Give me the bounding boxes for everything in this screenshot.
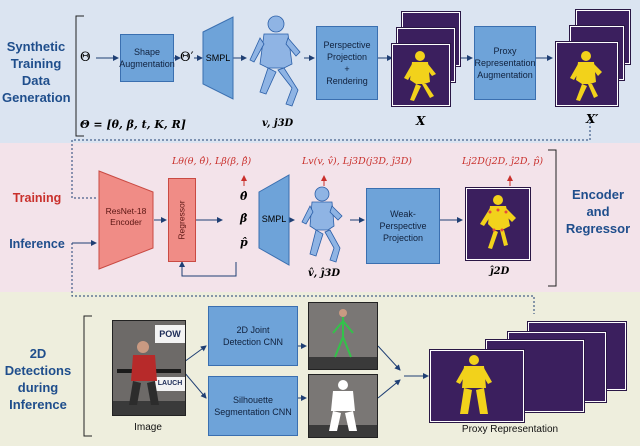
x-label: X [416,114,426,128]
regressor-box: Regressor [168,178,196,262]
joint-silhouette [480,195,516,249]
final-proxy-silhouette [456,355,492,414]
joint-detection-output [308,302,378,370]
loss-theta-beta: Lθ(θ, θ̂), Lβ(β, β̂) [172,156,252,167]
x-prime-label: X′ [586,112,599,126]
regressor-label: Regressor [177,200,187,240]
resnet-encoder-label: ResNet-18 Encoder [105,206,147,227]
input-image: POW LAUCH [112,320,186,416]
beta-hat: β̂ [240,212,248,225]
mesh-label: v, j3D [262,118,294,129]
theta-symbol: Θ [80,50,91,65]
proxy-caption: Proxy Representation [461,424,559,435]
synthetic-section-label: Synthetic Training Data Generation [2,39,71,105]
image-caption: Image [134,422,162,433]
silhouette-output [308,374,378,438]
smpl-trapezoid-top [202,16,234,100]
predicted-mesh-label: v̂, ĵ3D [308,268,341,279]
banner-bottom: LAUCH [155,377,185,391]
white-silhouette [309,380,377,437]
silhouette-segmentation-cnn-box: Silhouette Segmentation CNN [208,376,298,436]
joint-detection-cnn-box: 2D Joint Detection CNN [208,306,298,366]
shape-augmentation-box: Shape Augmentation [119,34,175,82]
theta-definition: Θ = [θ, β, t, K, R] [80,118,186,131]
smpl-label-top: SMPL [205,53,231,63]
smpl-label-mid: SMPL [261,214,287,224]
banner-top: POW [155,325,185,343]
encoder-regressor-label: Encoder and Regressor [565,187,631,236]
silhouette-x [404,51,436,101]
resnet-trapezoid [98,170,154,270]
inference-label: Inference [9,237,65,251]
perspective-projection-box: Perspective Projection + Rendering [316,26,378,100]
body-mesh-figure [249,15,301,107]
loss-j2d: Lj2D(j2D, ĵ2D, p̂) [462,156,544,167]
smpl-trapezoid-mid [258,174,290,266]
p-hat: p̂ [240,236,248,249]
joint-skeleton [309,309,377,369]
silhouette-x-prime [570,51,602,101]
training-label: Training [12,191,62,205]
theta-hat: θ̂ [240,190,248,203]
predicted-mesh-figure [301,186,343,263]
loss-vertices-joints: Lv(v, v̂), Lj3D(j3D, ĵ3D) [302,156,413,167]
weak-perspective-box: Weak-Perspective Projection [366,188,440,264]
theta-prime-symbol: Θ′ [180,50,194,65]
j2d-hat-label: ĵ2D [490,266,510,277]
athlete-figure [113,341,185,415]
proxy-augmentation-box: Proxy Representation Augmentation [474,26,536,100]
detections-section-label: 2D Detections during Inference [4,346,72,412]
